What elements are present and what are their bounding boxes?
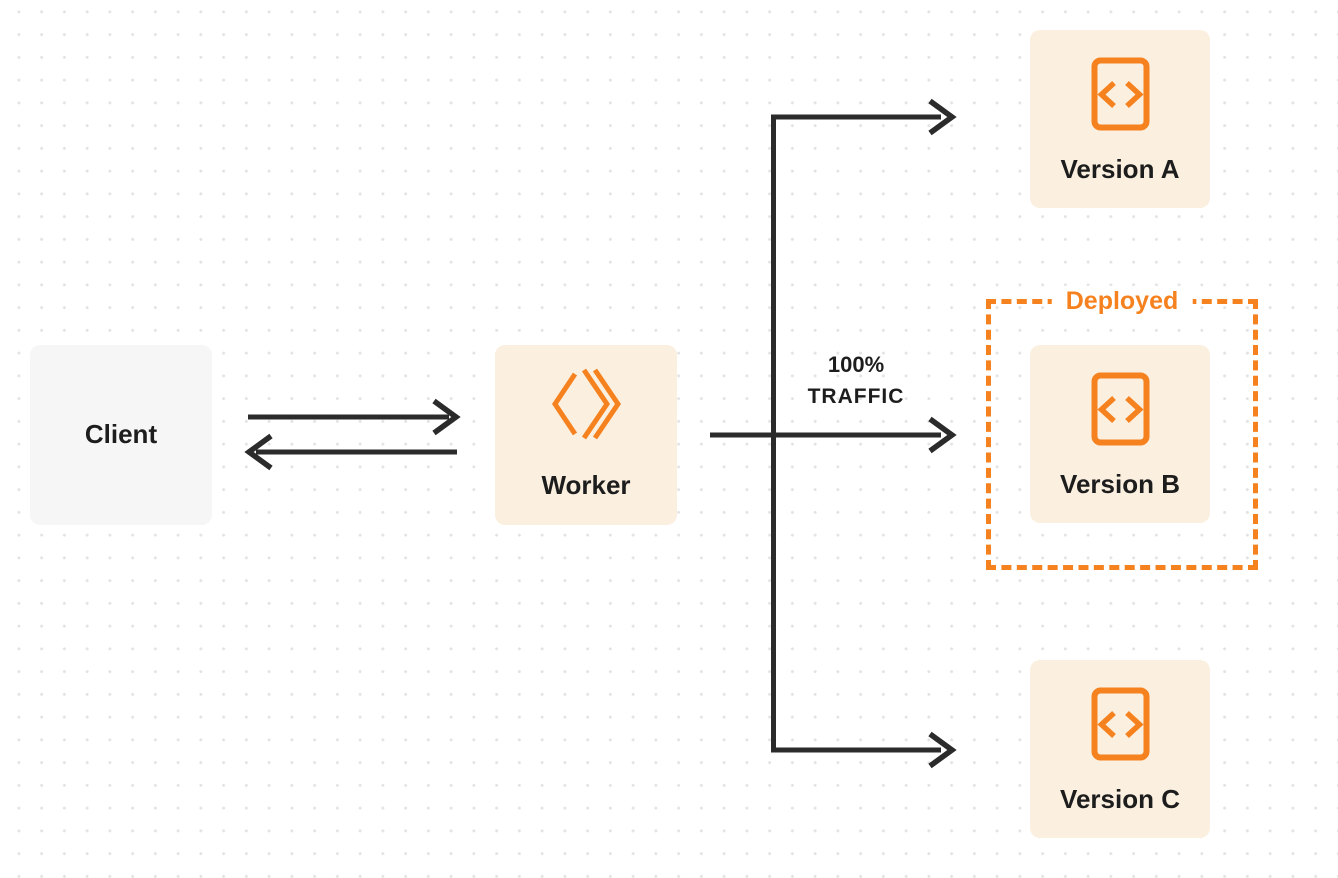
node-client: Client <box>30 345 212 525</box>
arrowhead-client-to-worker <box>432 398 461 436</box>
version-a-label: Version A <box>1060 154 1180 184</box>
node-worker: Worker <box>495 345 677 525</box>
node-version-b: Version B <box>1030 345 1210 523</box>
node-version-c: Version C <box>1030 660 1210 838</box>
arrow-worker-fanout-trunk <box>771 114 941 753</box>
code-version-icon <box>1091 57 1149 131</box>
node-version-a: Version A <box>1030 30 1210 208</box>
arrowhead-worker-to-client <box>244 433 273 471</box>
code-version-icon <box>1091 687 1149 761</box>
deployed-region: Deployed <box>986 286 1258 570</box>
traffic-word-label: TRAFFIC <box>807 385 905 408</box>
code-version-icon <box>1091 372 1149 446</box>
traffic-annotation: 100% TRAFFIC <box>786 349 926 413</box>
client-label: Client <box>84 419 158 450</box>
arrowhead-to-version-a <box>928 98 957 136</box>
deployed-label: Deployed <box>1051 286 1193 316</box>
traffic-percent-label: 100% <box>827 352 885 377</box>
arrowhead-to-version-b <box>928 416 957 454</box>
arrowhead-to-version-c <box>928 731 957 769</box>
worker-label: Worker <box>541 470 631 500</box>
version-c-label: Version C <box>1060 784 1180 814</box>
workers-logo-icon <box>551 368 622 440</box>
version-b-label: Version B <box>1060 469 1180 499</box>
